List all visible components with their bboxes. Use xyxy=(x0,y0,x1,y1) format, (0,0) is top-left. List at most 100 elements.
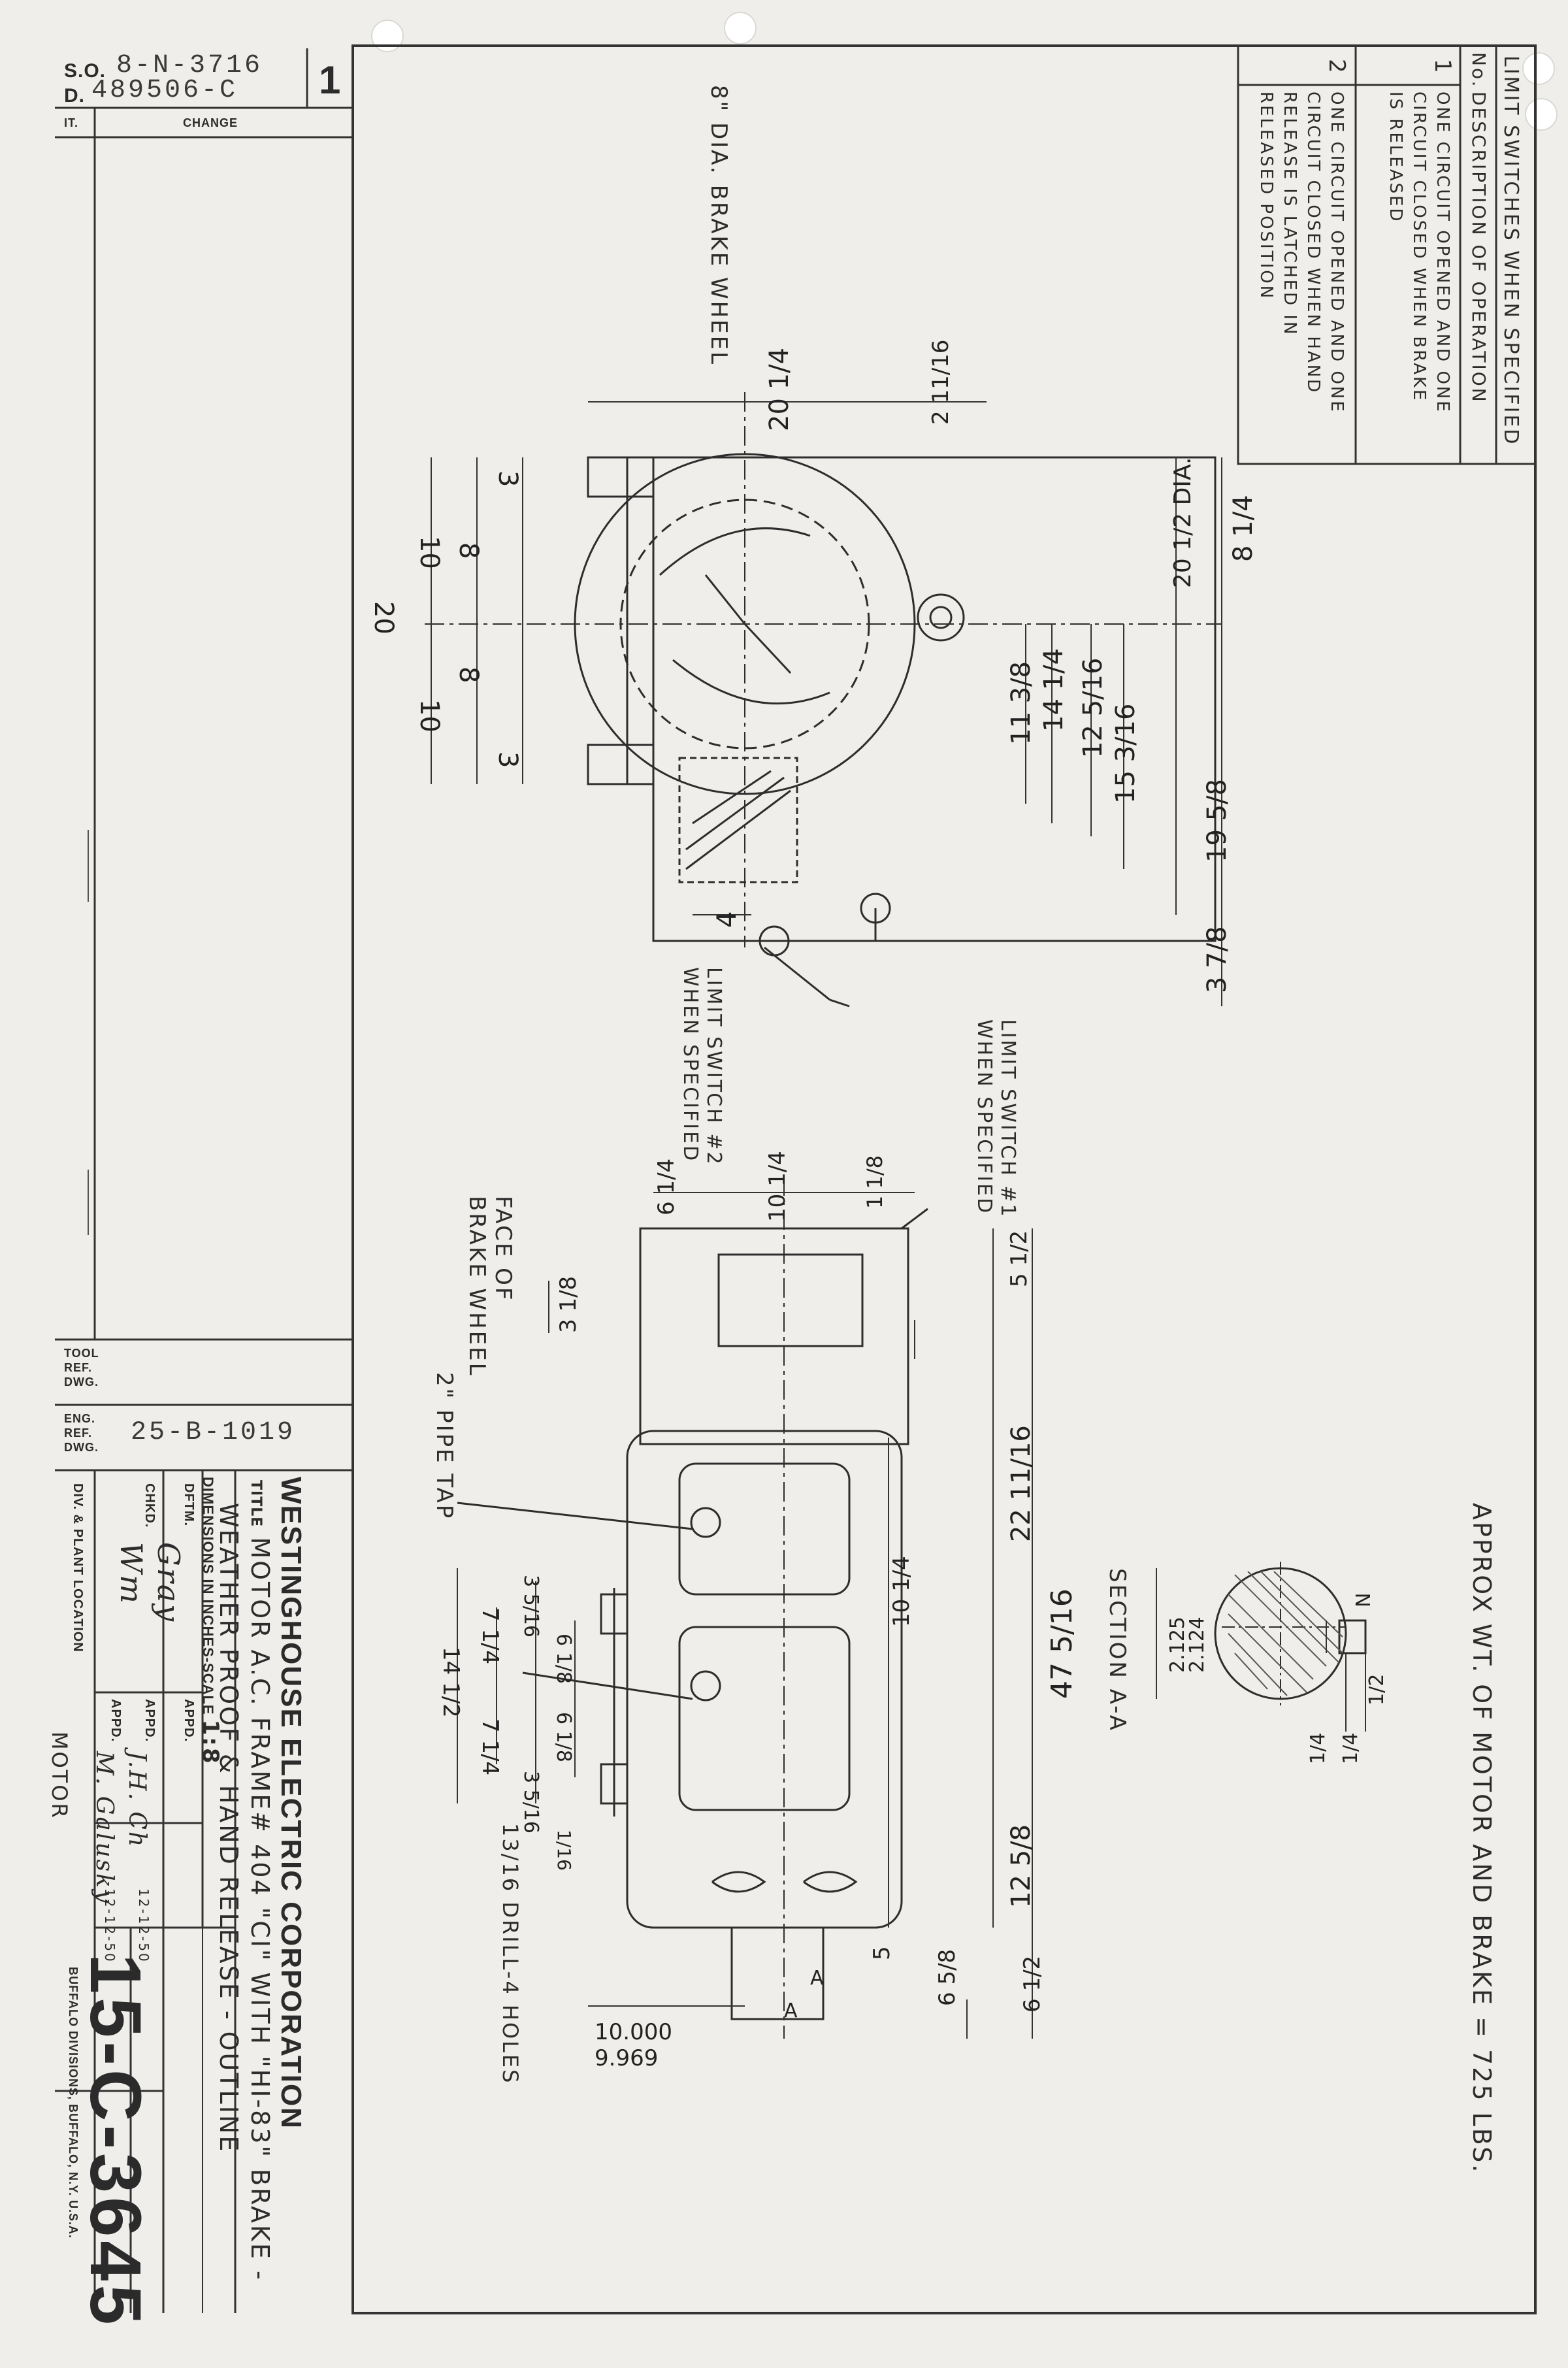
limit-switch-1-note: WHEN SPECIFIED xyxy=(973,1019,996,1215)
dim-12-5-16: 12 5/16 xyxy=(1078,657,1108,758)
dim-10-top: 10 xyxy=(414,536,444,569)
company-name: WESTINGHOUSE ELECTRIC CORPORATION xyxy=(275,1477,307,2130)
dim-12-5-8: 12 5/8 xyxy=(1006,1824,1036,1908)
drill-note: 13/16 DRILL-4 HOLES xyxy=(498,1823,523,2085)
limit-switch-1-label: LIMIT SWITCH #1 xyxy=(996,1019,1019,1219)
dim-6-1-2: 6 1/2 xyxy=(1019,1955,1045,2013)
limit-row-1-no: 1 xyxy=(1429,59,1456,75)
dim-1-1-8: 1 1/8 xyxy=(862,1155,887,1209)
dim-1-2: 1/2 xyxy=(1365,1673,1388,1705)
face-of-label: FACE OF xyxy=(490,1196,516,1302)
tool-ref-label: TOOL REF. DWG. xyxy=(64,1347,99,1389)
dim-1-16: 1/16 xyxy=(553,1830,575,1871)
pipe-tap-note: 2" PIPE TAP xyxy=(431,1372,457,1521)
dimensions-label: DIMENSIONS IN INCHES-SCALE xyxy=(200,1477,216,1715)
punch-hole xyxy=(1522,52,1555,85)
eng-ref-value: 25-B-1019 xyxy=(131,1418,296,1447)
dim-10-bottom: 10 xyxy=(414,699,444,732)
limit-switch-2-label: LIMIT SWITCH #2 xyxy=(702,967,725,1166)
dim-3-5-16-a: 3 5/16 xyxy=(519,1575,542,1637)
chkd-signature: Wm xyxy=(114,1542,149,1605)
division-location: BUFFALO DIVISIONS, BUFFALO, N.Y. U.S.A. xyxy=(67,1967,80,2239)
limit-row-2-no: 2 xyxy=(1324,59,1350,75)
appd-label-1: APPD. xyxy=(182,1699,196,1743)
dim-1-4-a: 1/4 xyxy=(1339,1732,1362,1764)
date-2: 12-12-50 xyxy=(102,1888,118,1964)
limit-row-1-line2: CIRCUIT CLOSED WHEN BRAKE xyxy=(1409,91,1429,403)
limit-row-2-line1: ONE CIRCUIT OPENED AND ONE xyxy=(1327,91,1347,414)
dim-11-3-8: 11 3/8 xyxy=(1006,661,1036,745)
dim-1-4-b: 1/4 xyxy=(1307,1732,1330,1764)
brake-wheel-note: 8" DIA. BRAKE WHEEL xyxy=(706,85,732,367)
d-value: 489506-C xyxy=(91,76,238,105)
dim-7-1-4-b: 7 1/4 xyxy=(477,1718,503,1776)
change-label: CHANGE xyxy=(183,116,238,129)
appd-signature-2: M. Galusky xyxy=(91,1751,118,1905)
limit-row-2-line3: RELEASE IS LATCHED IN xyxy=(1280,91,1299,337)
section-label: SECTION A-A xyxy=(1104,1568,1130,1732)
limit-row-1-line1: ONE CIRCUIT OPENED AND ONE xyxy=(1433,91,1452,414)
dim-20-1-2-dia: 20 1/2 DIA. xyxy=(1169,457,1196,588)
eng-ref-label: ENG. REF. DWG. xyxy=(64,1412,99,1454)
appd-label-3: APPD. xyxy=(108,1699,123,1743)
dim-47-5-16: 47 5/16 xyxy=(1045,1588,1079,1699)
limit-table-col-no: No. xyxy=(1468,52,1490,89)
punch-hole xyxy=(1525,98,1558,131)
so-value: 8-N-3716 xyxy=(116,51,263,80)
limit-table-col-desc: DESCRIPTION OF OPERATION xyxy=(1468,91,1490,404)
dim-9-969: 9.969 xyxy=(595,2045,659,2071)
dim-n: N xyxy=(1352,1592,1375,1607)
drawing-border xyxy=(351,44,1537,2314)
dim-2-11-16: 2 11/16 xyxy=(928,339,954,425)
limit-row-2-line2: CIRCUIT CLOSED WHEN HAND xyxy=(1303,91,1323,395)
weight-note: APPROX WT. OF MOTOR AND BRAKE = 725 LBS. xyxy=(1467,1503,1496,2175)
section-mark-a2: A xyxy=(810,1967,824,1990)
it-label: IT. xyxy=(64,116,79,129)
dim-6-1-8-a: 6 1/8 xyxy=(552,1634,575,1684)
limit-switch-2-note: WHEN SPECIFIED xyxy=(679,967,702,1163)
dim-8-bottom: 8 xyxy=(453,666,483,683)
dim-3-1-8: 3 1/8 xyxy=(555,1275,581,1333)
dim-3-bottom: 3 xyxy=(493,751,523,768)
d-label: D. xyxy=(64,85,85,107)
dftm-label: DFTM. xyxy=(182,1483,196,1527)
dim-20-1-4: 20 1/4 xyxy=(764,348,794,431)
dim-7-1-4-a: 7 1/4 xyxy=(477,1607,503,1665)
dim-8-1-4: 8 1/4 xyxy=(1228,495,1258,562)
limit-table-header: LIMIT SWITCHES WHEN SPECIFIED xyxy=(1499,56,1522,446)
title-label: TITLE xyxy=(248,1480,264,1528)
dim-5: 5 xyxy=(869,1946,895,1960)
dim-6-1-8-b: 6 1/8 xyxy=(552,1712,575,1762)
limit-row-1-line3: IS RELEASED xyxy=(1386,91,1405,223)
appd-label-2: APPD. xyxy=(142,1699,157,1743)
limit-row-2-line4: RELEASED POSITION xyxy=(1256,91,1276,301)
dim-20: 20 xyxy=(368,601,399,634)
dim-8-top: 8 xyxy=(453,542,483,559)
dim-22-11-16: 22 11/16 xyxy=(1006,1425,1036,1542)
dim-6-5-8: 6 5/8 xyxy=(934,1949,960,2006)
dim-6-1-4: 6 1/4 xyxy=(653,1158,679,1215)
dim-10-1-4: 10 1/4 xyxy=(764,1151,791,1222)
dim-2-124: 2.124 xyxy=(1186,1617,1209,1673)
revision-number: 1 xyxy=(319,58,342,102)
drawing-number: 15-C-3645 xyxy=(75,1954,155,2329)
dim-14-1-4: 14 1/4 xyxy=(1039,648,1069,732)
div-plant-value: MOTOR xyxy=(47,1732,72,1820)
punch-hole xyxy=(724,12,757,44)
so-label: S.O. xyxy=(64,60,106,82)
dim-10-000: 10.000 xyxy=(595,2019,672,2045)
dim-15-3-16: 15 3/16 xyxy=(1111,703,1141,804)
dim-3-top: 3 xyxy=(493,470,523,487)
chkd-label: CHKD. xyxy=(142,1483,157,1528)
div-plant-label: DIV. & PLANT LOCATION xyxy=(71,1483,85,1653)
dim-10-1-4-b: 10 1/4 xyxy=(889,1556,915,1627)
brake-wheel-face-label: BRAKE WHEEL xyxy=(464,1196,490,1377)
dim-5-1-2: 5 1/2 xyxy=(1006,1230,1032,1287)
dim-3-5-16-b: 3 5/16 xyxy=(519,1771,542,1834)
title-line1: MOTOR A.C. FRAME# 404 "CI" WITH "HI-83" … xyxy=(246,1537,274,2282)
scale-value: 1:8 xyxy=(197,1719,223,1766)
dim-14-1-2: 14 1/2 xyxy=(438,1647,464,1718)
date-1: 12-12-50 xyxy=(136,1888,152,1964)
